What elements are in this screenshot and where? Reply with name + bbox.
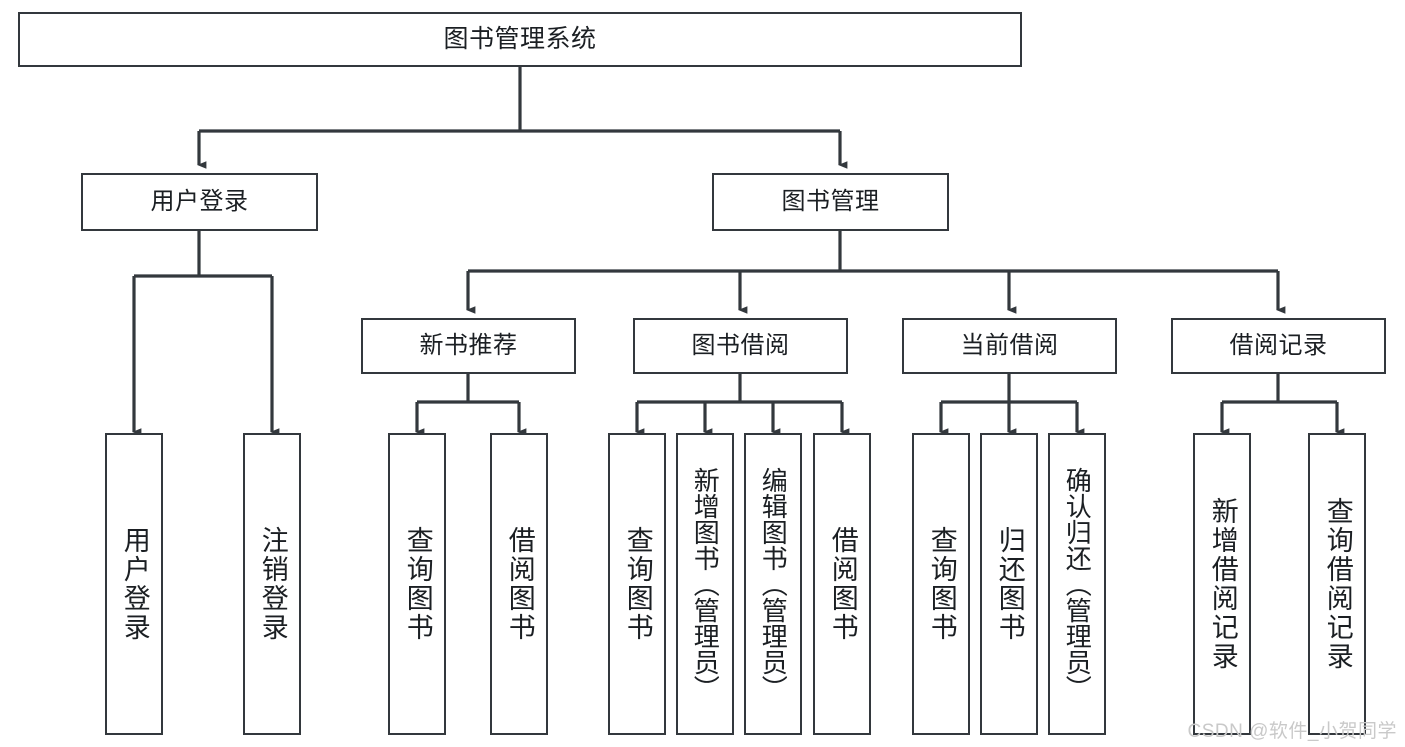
node-leaf-query-book-current[interactable]: 查询图书 <box>912 433 970 735</box>
node-user-login[interactable]: 用户登录 <box>81 173 318 231</box>
node-book-borrow[interactable]: 图书借阅 <box>633 318 848 374</box>
node-leaf-add-borrow-record[interactable]: 新增借阅记录 <box>1193 433 1251 735</box>
node-root-system[interactable]: 图书管理系统 <box>18 12 1022 67</box>
node-label: 查询图书 <box>622 526 653 642</box>
node-label: 借阅图书 <box>827 526 858 642</box>
node-leaf-borrow-book-new[interactable]: 借阅图书 <box>490 433 548 735</box>
node-label: 用户登录 <box>119 526 150 642</box>
node-leaf-edit-book-admin[interactable]: 编辑图书（管理员） <box>744 433 802 735</box>
node-book-manage[interactable]: 图书管理 <box>712 173 949 231</box>
node-leaf-user-login[interactable]: 用户登录 <box>105 433 163 735</box>
node-new-book-recommend[interactable]: 新书推荐 <box>361 318 576 374</box>
node-label: 新增借阅记录 <box>1207 497 1238 671</box>
node-label: 查询借阅记录 <box>1322 497 1353 671</box>
node-leaf-query-book-new[interactable]: 查询图书 <box>388 433 446 735</box>
node-label: 借阅图书 <box>504 526 535 642</box>
node-label: 借阅记录 <box>1229 332 1328 359</box>
node-label: 查询图书 <box>402 526 433 642</box>
node-label: 图书管理 <box>781 188 880 215</box>
node-leaf-return-book[interactable]: 归还图书 <box>980 433 1038 735</box>
node-label: 新增图书（管理员） <box>690 467 721 701</box>
node-leaf-query-borrow-record[interactable]: 查询借阅记录 <box>1308 433 1366 735</box>
node-current-borrow[interactable]: 当前借阅 <box>902 318 1117 374</box>
node-leaf-query-book-borrow[interactable]: 查询图书 <box>608 433 666 735</box>
csdn-watermark: CSDN @软件_小贺同学 <box>1187 721 1397 742</box>
node-leaf-borrow-book[interactable]: 借阅图书 <box>813 433 871 735</box>
node-label: 当前借阅 <box>960 332 1059 359</box>
node-label: 查询图书 <box>926 526 957 642</box>
node-label: 确认归还（管理员） <box>1062 467 1093 701</box>
node-label: 用户登录 <box>150 188 249 215</box>
node-label: 图书借阅 <box>691 332 790 359</box>
node-label: 图书管理系统 <box>443 25 597 53</box>
node-borrow-record[interactable]: 借阅记录 <box>1171 318 1386 374</box>
node-leaf-confirm-return-admin[interactable]: 确认归还（管理员） <box>1048 433 1106 735</box>
node-label: 注销登录 <box>257 526 288 642</box>
node-label: 新书推荐 <box>419 332 518 359</box>
node-leaf-logout[interactable]: 注销登录 <box>243 433 301 735</box>
node-label: 编辑图书（管理员） <box>758 467 789 701</box>
node-leaf-add-book-admin[interactable]: 新增图书（管理员） <box>676 433 734 735</box>
node-label: 归还图书 <box>994 526 1025 642</box>
